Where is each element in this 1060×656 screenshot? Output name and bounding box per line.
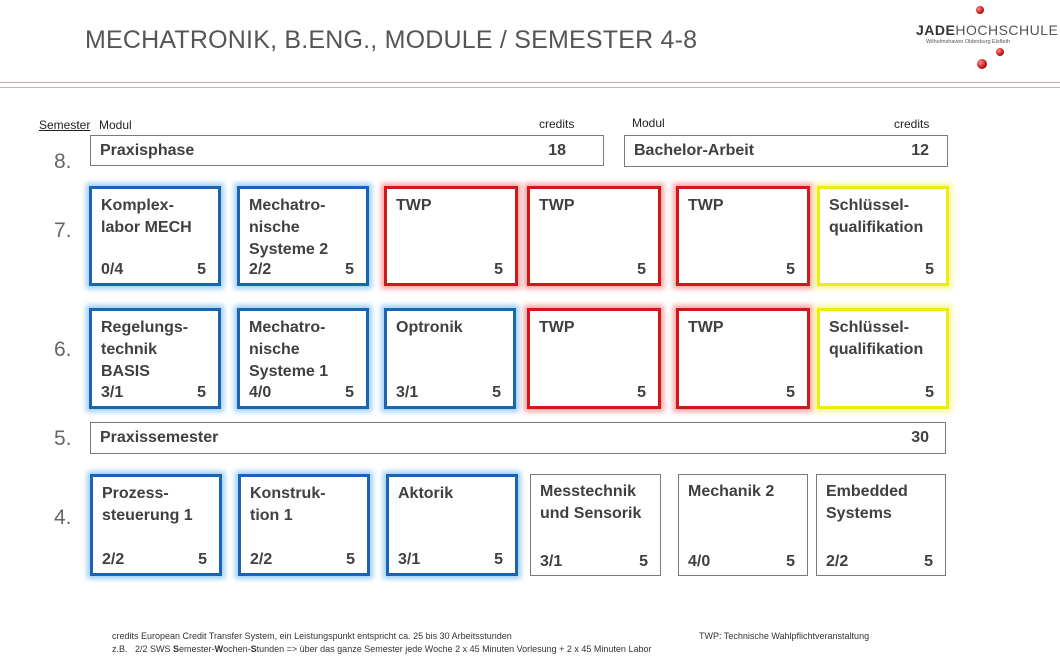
- module-bachelor-arbeit: Bachelor-Arbeit 12: [624, 135, 948, 167]
- module-box: Mechatro- nische Systeme 2 2/2 5: [237, 186, 369, 286]
- module-sws: 2/2: [826, 553, 849, 570]
- module-credits: 5: [345, 384, 354, 401]
- module-sws: 2/2: [249, 261, 272, 278]
- logo-dot-icon: [996, 48, 1004, 56]
- module-name: Mechatro- nische Systeme 2: [249, 197, 329, 258]
- credits-header: credits: [894, 117, 930, 131]
- semester-number: 8.: [54, 150, 72, 173]
- module-credits: 5: [925, 261, 934, 278]
- module-box: Messtechnik und Sensorik 3/1 5: [530, 474, 661, 576]
- module-name: Aktorik: [398, 485, 454, 502]
- module-name: Mechanik 2: [688, 483, 775, 500]
- module-credits: 5: [637, 384, 646, 401]
- module-sws: 2/2: [102, 551, 125, 568]
- logo-subtitle: Wilhelmshaven Oldenburg Elsfleth: [926, 39, 1011, 45]
- module-praxissemester: Praxissemester 30: [90, 422, 946, 454]
- module-box: Prozess- steuerung 1 2/2 5: [90, 474, 222, 576]
- module-box: Mechatro- nische Systeme 1 4/0 5: [237, 308, 369, 409]
- module-credits: 5: [924, 553, 933, 570]
- module-box: Regelungs- technik BASIS 3/1 5: [89, 308, 221, 409]
- module-sws: 4/0: [688, 553, 711, 570]
- semester-header: Semester: [39, 118, 91, 132]
- module-box: Schlüssel- qualifikation 5: [817, 308, 949, 409]
- module-box: Komplex- labor MECH 0/4 5: [89, 186, 221, 286]
- module-name: TWP: [688, 319, 724, 336]
- module-name: TWP: [688, 197, 724, 214]
- module-name: TWP: [396, 197, 432, 214]
- module-sws: 3/1: [396, 384, 419, 401]
- module-credits: 5: [346, 551, 355, 568]
- footnote-credits: credits European Credit Transfer System,…: [112, 631, 512, 641]
- module-sws: 3/1: [398, 551, 421, 568]
- module-credits: 5: [494, 551, 503, 568]
- module-name: Optronik: [396, 319, 463, 336]
- module-credits: 5: [492, 384, 501, 401]
- module-box: Konstruk- tion 1 2/2 5: [238, 474, 370, 576]
- modul-header: Modul: [99, 118, 132, 132]
- module-name: Mechatro- nische Systeme 1: [249, 319, 329, 380]
- semester-number: 5.: [54, 427, 72, 450]
- module-credits: 5: [786, 261, 795, 278]
- module-sws: 4/0: [249, 384, 272, 401]
- module-name: TWP: [539, 197, 575, 214]
- module-box: TWP 5: [527, 186, 661, 286]
- module-name: Praxisphase: [100, 141, 195, 159]
- module-credits: 5: [786, 553, 795, 570]
- module-box: TWP 5: [676, 308, 810, 409]
- credits-header: credits: [539, 117, 575, 131]
- module-praxisphase: Praxisphase 18: [90, 135, 604, 166]
- module-credits: 5: [197, 384, 206, 401]
- module-name: Komplex- labor MECH: [101, 197, 192, 236]
- page-title: MECHATRONIK, B.ENG., MODULE / SEMESTER 4…: [85, 26, 698, 54]
- module-credits: 5: [494, 261, 503, 278]
- footnote-sws: z.B. 2/2 SWS Semester-Wochen-Stunden => …: [112, 644, 652, 654]
- module-name: Schlüssel- qualifikation: [829, 197, 924, 236]
- module-sws: 0/4: [101, 261, 124, 278]
- module-credits: 5: [786, 384, 795, 401]
- logo-wordmark: JADEHOCHSCHULE: [916, 22, 1059, 38]
- footnote-twp: TWP: Technische Wahlpflichtveranstaltung: [699, 631, 870, 641]
- module-name: Regelungs- technik BASIS: [101, 319, 189, 380]
- module-name: Messtechnik und Sensorik: [540, 483, 642, 522]
- module-credits: 5: [637, 261, 646, 278]
- module-credits: 18: [548, 141, 566, 159]
- logo-dot-icon: [977, 59, 987, 69]
- jade-hochschule-logo: JADEHOCHSCHULE Wilhelmshaven Oldenburg E…: [912, 6, 1058, 80]
- semester-number: 4.: [54, 506, 72, 529]
- module-box: Optronik 3/1 5: [384, 308, 516, 409]
- module-box: TWP 5: [384, 186, 518, 286]
- module-box: TWP 5: [527, 308, 661, 409]
- module-sws: 3/1: [101, 384, 124, 401]
- module-name: Schlüssel- qualifikation: [829, 319, 924, 358]
- module-name: Bachelor-Arbeit: [634, 142, 755, 159]
- module-credits: 5: [197, 261, 206, 278]
- module-sws: 3/1: [540, 553, 563, 570]
- module-credits: 5: [925, 384, 934, 401]
- semester-number: 6.: [54, 338, 72, 361]
- module-box: TWP 5: [676, 186, 810, 286]
- module-box: Schlüssel- qualifikation 5: [817, 186, 949, 286]
- module-box: Mechanik 2 4/0 5: [678, 474, 808, 576]
- module-name: Praxissemester: [100, 429, 219, 446]
- module-credits: 30: [911, 429, 929, 446]
- module-credits: 12: [911, 142, 929, 159]
- module-name: Embedded Systems: [826, 483, 908, 522]
- header-rule: [0, 82, 1060, 83]
- module-box: Aktorik 3/1 5: [386, 474, 518, 576]
- module-box: Embedded Systems 2/2 5: [816, 474, 946, 576]
- module-credits: 5: [198, 551, 207, 568]
- header-rule: [0, 87, 1060, 88]
- module-name: Prozess- steuerung 1: [102, 485, 193, 524]
- module-credits: 5: [639, 553, 648, 570]
- modul-header: Modul: [632, 116, 665, 130]
- module-name: TWP: [539, 319, 575, 336]
- module-name: Konstruk- tion 1: [250, 485, 326, 524]
- module-sws: 2/2: [250, 551, 273, 568]
- module-credits: 5: [345, 261, 354, 278]
- semester-number: 7.: [54, 219, 72, 242]
- logo-dot-icon: [976, 6, 984, 14]
